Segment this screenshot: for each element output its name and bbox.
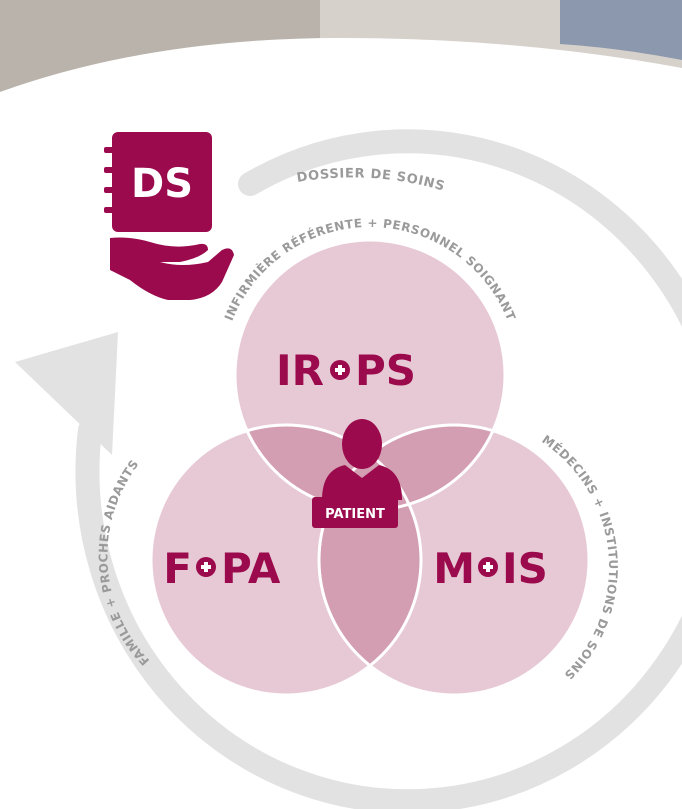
abbr-irps: IR PS [276,346,416,395]
abbr-irps-right: PS [355,346,416,395]
ds-label: DS [131,161,193,207]
abbr-mis-left: M [433,544,475,593]
patient-label: PATIENT [325,507,385,522]
person-icon [322,419,402,500]
cycle-title: DOSSIER DE SOINS [296,166,447,194]
plus-icon [330,360,350,380]
abbr-irps-left: IR [276,346,324,395]
venn-circles [149,238,591,697]
patient-badge: PATIENT [312,497,398,528]
notebook-icon: DS [104,132,212,232]
abbr-mis: M IS [433,544,548,593]
abbr-fpa: F PA [163,544,281,593]
abbr-fpa-right: PA [221,544,281,593]
abbr-mis-right: IS [502,544,548,593]
cycle-arrow-icon [15,129,682,809]
plus-icon [196,557,216,577]
header-photo [0,0,682,98]
hand-icon [110,237,234,300]
abbr-fpa-left: F [163,544,192,593]
plus-icon [478,557,498,577]
